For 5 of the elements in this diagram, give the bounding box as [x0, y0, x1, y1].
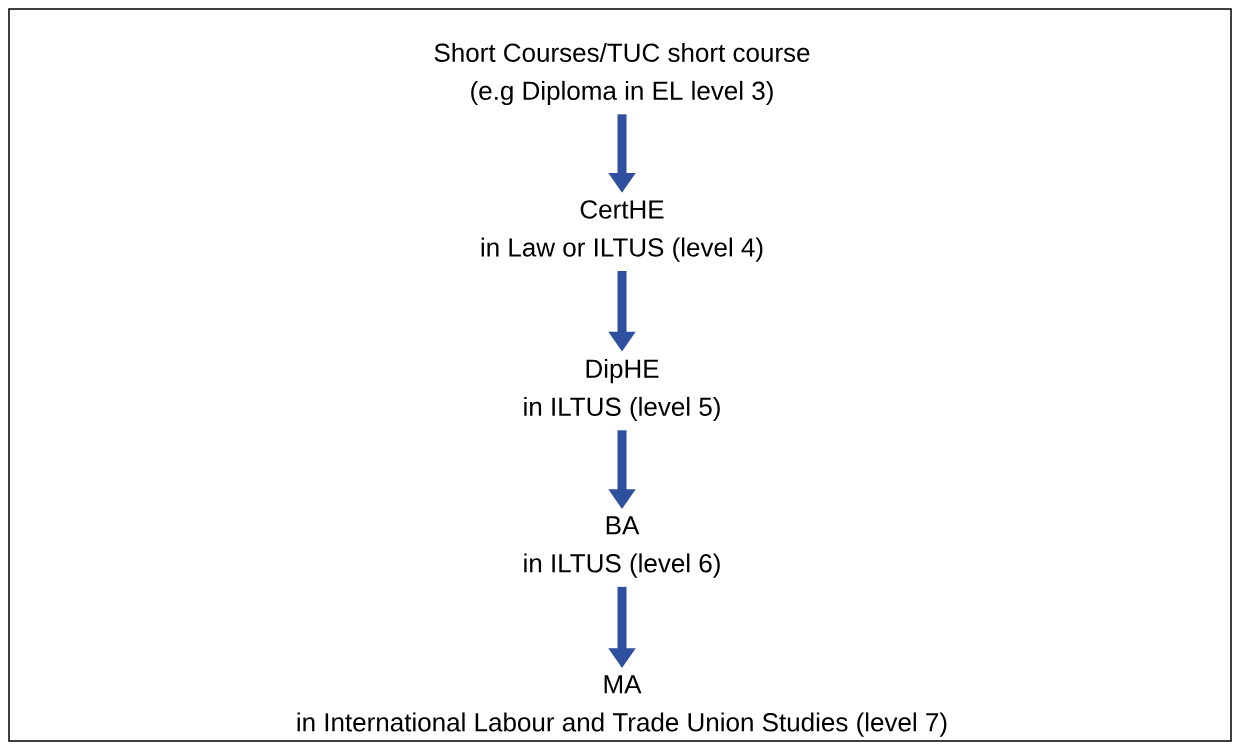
level-label: CertHE in Law or ILTUS (level 4) [481, 200, 763, 262]
level-label: Short Courses/TUC short course (e.g Diploma in EL level 3) [434, 42, 810, 106]
level-label: BA in ILTUS (level 6) [524, 516, 720, 578]
level-label: DipHE in ILTUS (level 5) [524, 358, 720, 422]
level-label: MA in International Labour and Trade Union Studies (level 7) [297, 675, 947, 737]
